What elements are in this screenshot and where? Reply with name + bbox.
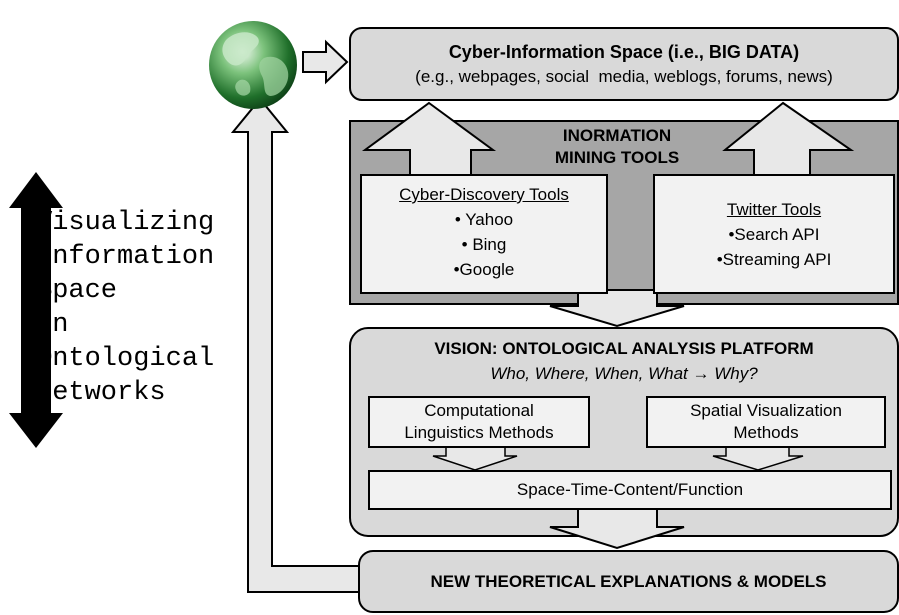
acronym-rest: n <box>52 310 69 340</box>
twitter-tools-box: Twitter Tools •Search API •Streaming API <box>653 174 895 294</box>
acronym-initial: S <box>36 276 53 306</box>
platform-question: Who, Where, When, What → Why? <box>490 364 758 383</box>
spatial-methods-box: Spatial Visualization Methods <box>646 396 886 448</box>
acronym-rest: ntological <box>52 344 215 374</box>
acronym-rest: isualizing <box>52 208 215 238</box>
acronym-initial: N <box>36 378 53 408</box>
mining-title-line2: MINING TOOLS <box>554 148 680 167</box>
acronym-rest: pace <box>52 276 118 306</box>
mining-title-line1: INORMATION <box>562 126 672 145</box>
acronym-row: Information <box>36 240 214 274</box>
acronym-row: In <box>36 308 214 342</box>
cyber-space-panel <box>349 27 899 101</box>
twitter-tools-title: Twitter Tools <box>726 199 822 219</box>
feedback-loop-arrow-icon <box>230 97 363 593</box>
acronym-initial: O <box>36 344 53 374</box>
vision-acronym: Visualizing Information Space In Ontolog… <box>36 206 214 410</box>
acronym-initial: I <box>36 242 53 272</box>
cyber-space-title: Cyber-Information Space (i.e., BIG DATA) <box>448 42 800 62</box>
acronym-rest: nformation <box>52 242 215 272</box>
down-arrow-platform-icon <box>549 508 685 550</box>
mining-tools-title: INORMATION MINING TOOLS <box>480 124 754 170</box>
linguistics-methods-box: Computational Linguistics Methods <box>368 396 590 448</box>
spatial-line1: Spatial Visualization <box>690 401 842 420</box>
globe-icon <box>209 21 297 109</box>
linguistics-line2: Linguistics Methods <box>404 423 554 442</box>
explanations-panel <box>358 550 899 613</box>
platform-heading: VISION: ONTOLOGICAL ANALYSIS PLATFORM Wh… <box>350 334 898 388</box>
acronym-row: Ontological <box>36 342 214 376</box>
linguistics-line1: Computational <box>424 401 534 420</box>
globe-right-arrow-icon <box>302 39 349 85</box>
twitter-item-search-api: •Search API <box>728 224 820 244</box>
acronym-initial: V <box>36 208 53 238</box>
twitter-item-streaming-api: •Streaming API <box>716 249 832 269</box>
cyber-discovery-box: Cyber-Discovery Tools • Yahoo • Bing •Go… <box>360 174 608 294</box>
double-arrow-icon <box>9 172 63 448</box>
acronym-initial: I <box>36 310 53 340</box>
cyber-space-box: Cyber-Information Space (i.e., BIG DATA)… <box>350 28 898 100</box>
platform-title: VISION: ONTOLOGICAL ANALYSIS PLATFORM <box>434 339 814 358</box>
discovery-item-google: •Google <box>453 260 515 279</box>
explanations-box: NEW THEORETICAL EXPLANATIONS & MODELS <box>359 551 898 612</box>
acronym-row: Visualizing <box>36 206 214 240</box>
cyber-space-subtitle: (e.g., webpages, social media, weblogs, … <box>415 67 833 86</box>
acronym-row: Space <box>36 274 214 308</box>
space-time-content-label: Space-Time-Content/Function <box>516 480 744 499</box>
acronym-rest: etworks <box>52 378 166 408</box>
acronym-row: Networks <box>36 376 214 410</box>
space-time-content-box: Space-Time-Content/Function <box>368 470 892 510</box>
explanations-label: NEW THEORETICAL EXPLANATIONS & MODELS <box>430 571 827 591</box>
discovery-item-yahoo: • Yahoo <box>454 210 514 229</box>
spatial-line2: Methods <box>733 423 799 442</box>
discovery-item-bing: • Bing <box>461 235 507 254</box>
cyber-discovery-title: Cyber-Discovery Tools <box>399 185 569 204</box>
